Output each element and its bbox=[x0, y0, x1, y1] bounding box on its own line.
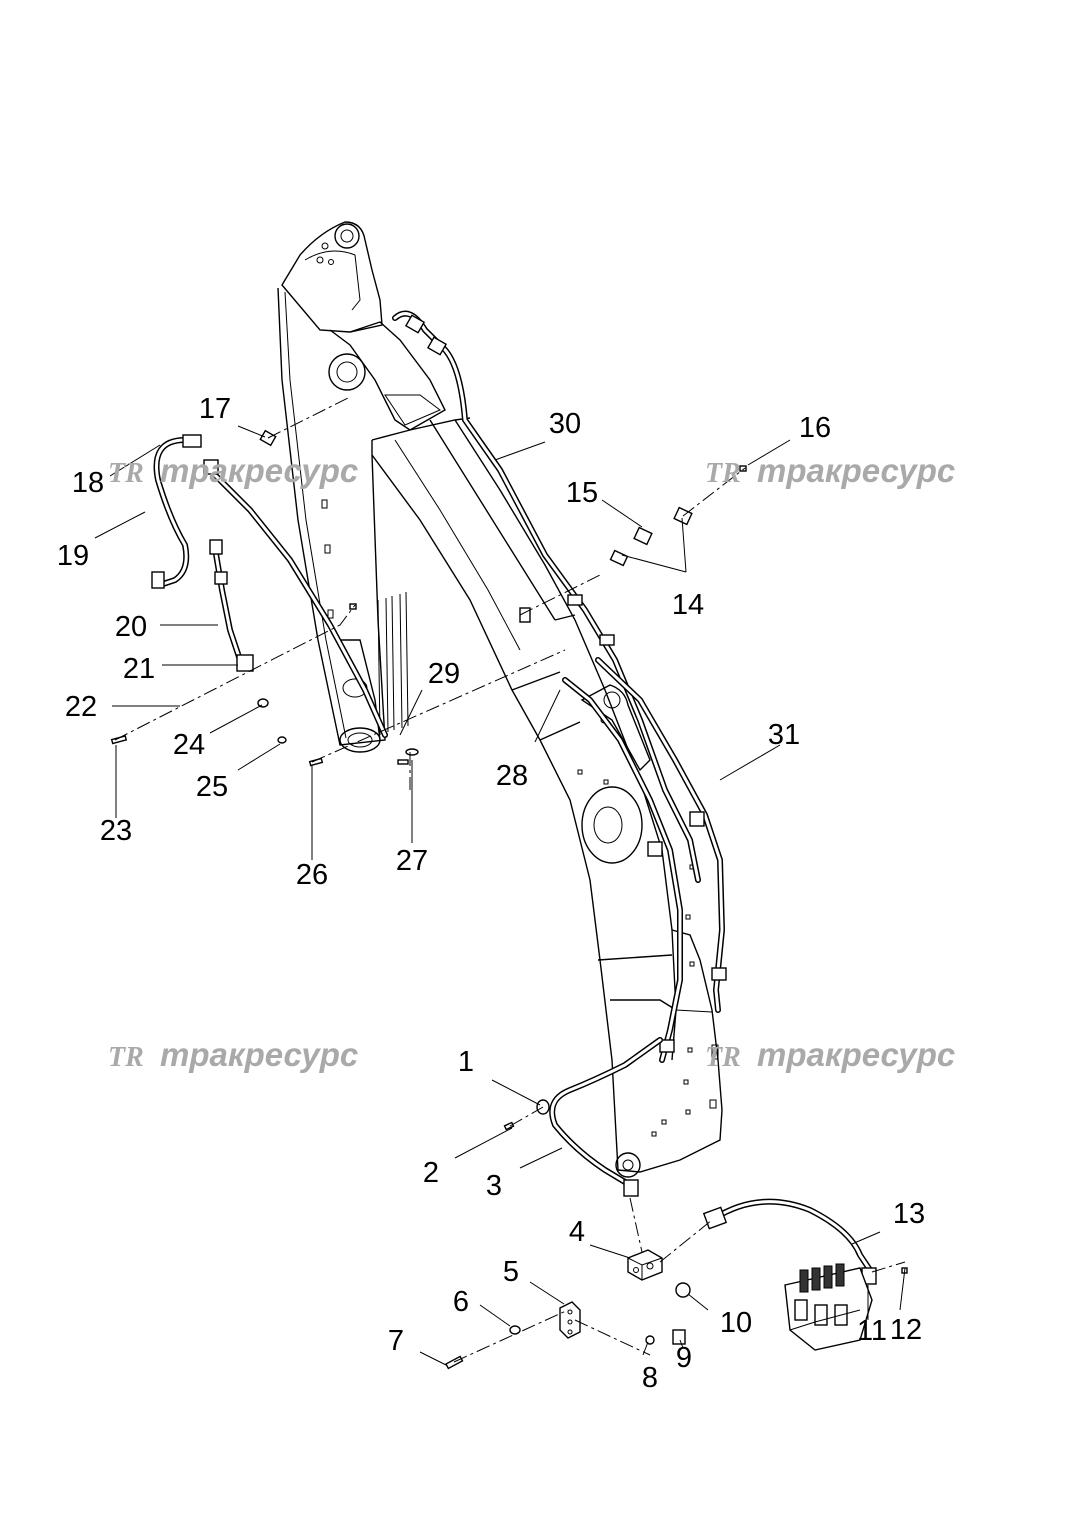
tube-29 bbox=[203, 459, 388, 738]
callout-12: 12 bbox=[890, 1314, 922, 1346]
callout-11: 11 bbox=[857, 1315, 887, 1347]
callout-7: 7 bbox=[388, 1325, 404, 1357]
plate-5 bbox=[559, 1301, 581, 1339]
callout-19: 19 bbox=[57, 540, 89, 572]
watermark-mid-right: TR тракресурс bbox=[705, 1036, 955, 1073]
callout-14: 14 bbox=[672, 589, 704, 621]
watermark-logo: TR bbox=[705, 458, 741, 489]
watermark-logo: TR bbox=[108, 458, 144, 489]
boom-rivets bbox=[321, 499, 719, 1137]
callout-23: 23 bbox=[100, 815, 132, 847]
callout-9: 9 bbox=[676, 1342, 692, 1374]
callout-25: 25 bbox=[196, 771, 228, 803]
watermark-top-left: TR тракресурс bbox=[108, 452, 358, 489]
control-valve-11 bbox=[784, 1263, 873, 1351]
callout-10: 10 bbox=[720, 1307, 752, 1339]
callout-3: 3 bbox=[486, 1170, 502, 1202]
callout-29: 29 bbox=[428, 658, 460, 690]
callout-30: 30 bbox=[549, 408, 581, 440]
boom-arm bbox=[277, 221, 723, 1178]
callout-21: 21 bbox=[123, 653, 155, 685]
watermark-logo: TR bbox=[705, 1042, 741, 1073]
callout-24: 24 bbox=[173, 729, 205, 761]
callout-31: 31 bbox=[768, 719, 800, 751]
callout-5: 5 bbox=[503, 1256, 519, 1288]
watermark-logo: TR bbox=[108, 1042, 144, 1073]
callout-18: 18 bbox=[72, 467, 104, 499]
callout-13: 13 bbox=[893, 1198, 925, 1230]
callout-8: 8 bbox=[642, 1362, 658, 1394]
callout-15: 15 bbox=[566, 477, 598, 509]
block-4 bbox=[627, 1249, 663, 1281]
callout-1: 1 bbox=[458, 1046, 474, 1078]
watermark-text: тракресурс bbox=[160, 1036, 358, 1073]
callout-27: 27 bbox=[396, 845, 428, 877]
callout-16: 16 bbox=[799, 412, 831, 444]
callout-20: 20 bbox=[115, 611, 147, 643]
watermark-text: тракресурс bbox=[757, 452, 955, 489]
hose-20 bbox=[209, 539, 254, 672]
callout-2: 2 bbox=[423, 1157, 439, 1189]
hose-18 bbox=[151, 434, 202, 589]
callout-22: 22 bbox=[65, 691, 97, 723]
watermark-top-right: TR тракресурс bbox=[705, 452, 955, 489]
leader-lines bbox=[94, 425, 906, 1366]
callout-17: 17 bbox=[199, 393, 231, 425]
callout-labels: 1 2 3 4 5 6 7 8 9 10 11 12 13 14 15 16 1… bbox=[57, 393, 925, 1394]
callout-4: 4 bbox=[569, 1216, 585, 1248]
callout-28: 28 bbox=[496, 760, 528, 792]
watermark-text: тракресурс bbox=[160, 452, 358, 489]
boom-tubing bbox=[392, 310, 727, 1063]
callout-26: 26 bbox=[296, 859, 328, 891]
callout-6: 6 bbox=[453, 1286, 469, 1318]
watermark-mid-left: TR тракресурс bbox=[108, 1036, 358, 1073]
hose-3 bbox=[549, 1037, 663, 1197]
assembly-lines bbox=[114, 397, 906, 1363]
watermark-text: тракресурс bbox=[757, 1036, 955, 1073]
